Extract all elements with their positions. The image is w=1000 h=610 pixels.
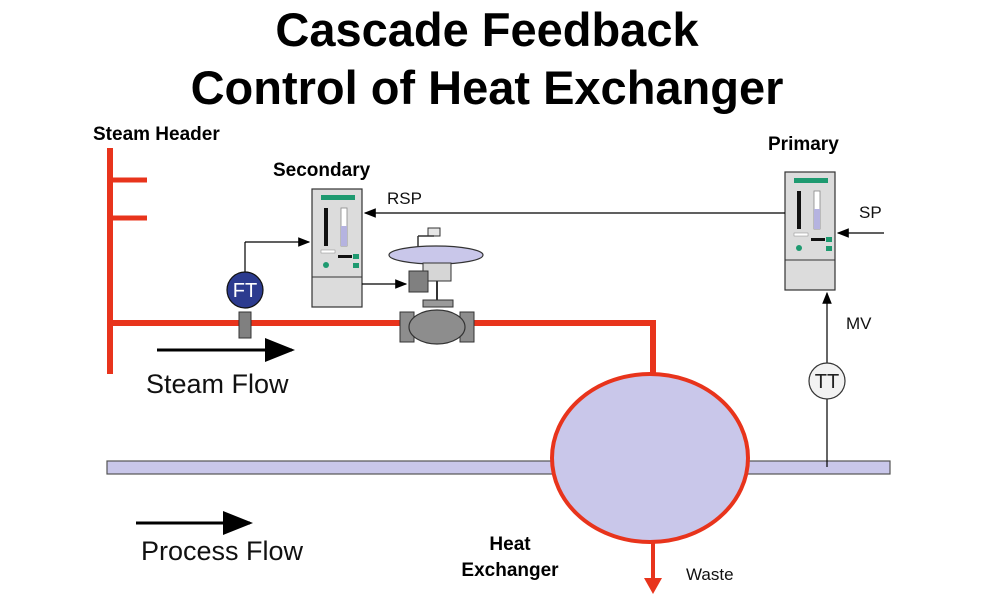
waste-arrow <box>644 542 662 594</box>
secondary-label: Secondary <box>273 160 371 181</box>
heat-exchanger-label-line-2: Exchanger <box>461 560 559 581</box>
signal-lines <box>244 208 884 467</box>
steam-flow-label: Steam Flow <box>146 369 289 399</box>
steam-line <box>110 320 656 378</box>
steam-header-label: Steam Header <box>93 124 220 145</box>
tt-label: TT <box>815 371 839 393</box>
ft-label: FT <box>233 280 257 302</box>
mv-label: MV <box>846 314 872 333</box>
flow-transmitter: FT <box>226 271 264 339</box>
primary-label: Primary <box>768 134 839 155</box>
control-valve <box>388 227 484 345</box>
title-line-1: Cascade Feedback <box>275 3 699 56</box>
primary-controller <box>784 171 836 291</box>
waste-label: Waste <box>686 565 734 584</box>
process-pipe <box>106 460 891 475</box>
heat-exchanger-label-line-1: Heat <box>489 534 531 555</box>
heat-exchanger <box>550 372 750 544</box>
steam-header <box>107 148 147 374</box>
title-line-2: Control of Heat Exchanger <box>191 61 784 114</box>
temperature-transmitter: TT <box>808 362 846 400</box>
sp-label: SP <box>859 203 882 222</box>
rsp-label: RSP <box>387 189 422 208</box>
secondary-controller <box>311 188 363 308</box>
process-flow-label: Process Flow <box>141 536 304 566</box>
